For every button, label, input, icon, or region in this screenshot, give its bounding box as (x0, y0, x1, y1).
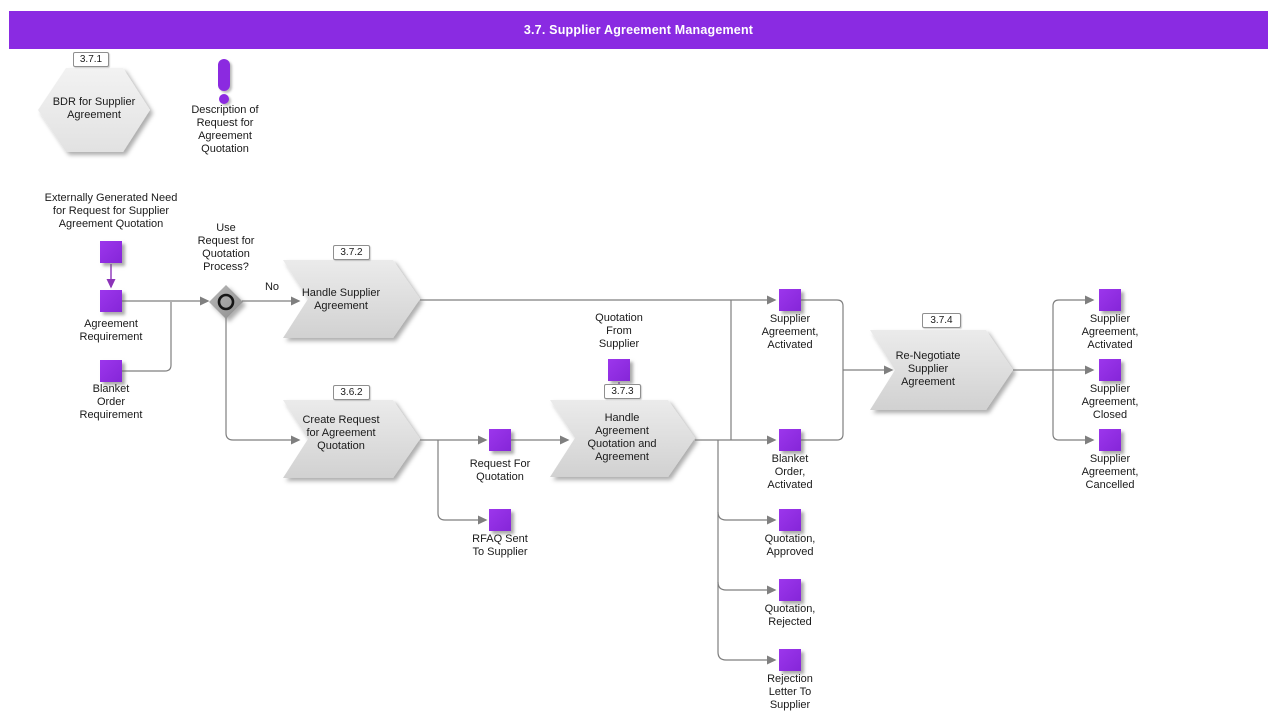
artifact-rejection-letter-to-supplier[interactable] (779, 649, 801, 671)
quotation-rejected-label: Quotation, Rejected (764, 603, 816, 628)
rejection-letter-label: Rejection Letter To Supplier (767, 673, 813, 711)
sa-activated-mid-label: Supplier Agreement, Activated (761, 313, 819, 351)
artifact-quotation-rejected[interactable] (779, 579, 801, 601)
blanket-activated-label: Blanket Order, Activated (767, 453, 813, 491)
artifact-supplier-agreement-activated-right[interactable] (1099, 289, 1121, 311)
request-for-quotation-label: Request For Quotation (469, 458, 531, 483)
artifact-supplier-agreement-cancelled[interactable] (1099, 429, 1121, 451)
id-box-362[interactable]: 3.6.2 (333, 385, 370, 400)
hexagon-label: BDR for Supplier Agreement (52, 96, 136, 121)
note-icon-dot[interactable] (219, 94, 229, 104)
process-renegotiate-supplier-agreement[interactable] (870, 330, 1013, 410)
process-handle-agreement-quotation-and-agreement[interactable] (550, 400, 695, 477)
quotation-from-supplier-label: Quotation From Supplier (595, 312, 643, 350)
decision-label: Use Request for Quotation Process? (197, 222, 255, 273)
blanket-requirement-label: Blanket Order Requirement (79, 383, 143, 421)
agreement-requirement-label: Agreement Requirement (79, 318, 143, 343)
handle-supplier-label: Handle Supplier Agreement (301, 287, 381, 312)
process-create-request-for-agreement-quotation[interactable] (283, 400, 420, 478)
artifact-blanket-order-requirement[interactable] (100, 360, 122, 382)
renegotiate-label: Re-Negotiate Supplier Agreement (895, 350, 961, 388)
id-box-374[interactable]: 3.7.4 (922, 313, 961, 328)
artifact-quotation-approved[interactable] (779, 509, 801, 531)
sa-cancelled-label: Supplier Agreement, Cancelled (1081, 453, 1139, 491)
rfaq-sent-label: RFAQ Sent To Supplier (472, 533, 528, 558)
decision-use-request-for-quotation[interactable] (209, 285, 243, 319)
connector-lines (122, 295, 1095, 665)
branch-no-label: No (264, 281, 280, 293)
hexagon-bdr-supplier-agreement[interactable] (38, 68, 150, 152)
id-box-373[interactable]: 3.7.3 (604, 384, 641, 399)
note-label: Description of Request for Agreement Quo… (191, 104, 259, 155)
artifact-externally-generated-need[interactable] (100, 241, 122, 263)
handle-quotation-label: Handle Agreement Quotation and Agreement (587, 412, 657, 463)
page-title: 3.7. Supplier Agreement Management (523, 23, 754, 37)
sa-activated-right-label: Supplier Agreement, Activated (1081, 313, 1139, 351)
id-box-372[interactable]: 3.7.2 (333, 245, 370, 260)
note-icon[interactable] (218, 59, 230, 91)
artifact-supplier-agreement-activated-mid[interactable] (779, 289, 801, 311)
process-handle-supplier-agreement[interactable] (283, 260, 420, 338)
sa-closed-label: Supplier Agreement, Closed (1081, 383, 1139, 421)
quotation-approved-label: Quotation, Approved (764, 533, 816, 558)
artifact-agreement-requirement[interactable] (100, 290, 122, 312)
id-box-371[interactable]: 3.7.1 (73, 52, 109, 67)
create-request-label: Create Request for Agreement Quotation (302, 414, 380, 452)
artifact-blanket-order-activated[interactable] (779, 429, 801, 451)
artifact-quotation-from-supplier[interactable] (608, 359, 630, 381)
artifact-request-for-quotation[interactable] (489, 429, 511, 451)
artifact-rfaq-sent-to-supplier[interactable] (489, 509, 511, 531)
diagram-title-bar: 3.7. Supplier Agreement Management (9, 11, 1268, 49)
ext-need-label: Externally Generated Need for Request fo… (44, 192, 178, 230)
artifact-supplier-agreement-closed[interactable] (1099, 359, 1121, 381)
